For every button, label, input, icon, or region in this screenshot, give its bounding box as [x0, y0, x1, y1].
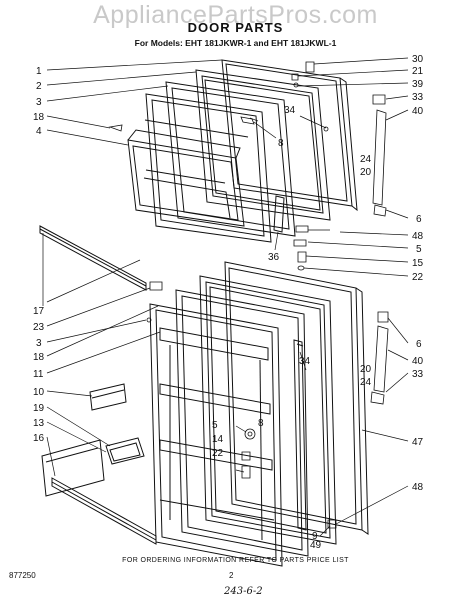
fresh-hardware: [146, 311, 389, 529]
callout-13: 13: [33, 418, 45, 429]
door-trim-strip: [293, 339, 307, 531]
callout-3-lower: 3: [36, 338, 42, 349]
freezer-door-liner: [165, 81, 296, 237]
callouts-left: 1 2 3 18 4 17 23 3 18 11 10 19 13 16: [33, 66, 45, 444]
callout-34-lower: 34: [299, 356, 311, 367]
fresh-door-liner: [175, 289, 309, 557]
callout-39: 39: [412, 79, 424, 90]
callouts-right-lower: 6 40 20 24 33 47 48 49: [310, 339, 424, 551]
dairy-door: [89, 383, 127, 411]
callout-6-lower: 6: [416, 339, 422, 350]
callout-22: 22: [412, 272, 424, 283]
freezer-hardware: [108, 61, 387, 291]
callout-16: 16: [33, 433, 45, 444]
callouts-inner: 34 8 36 34 5 14 22 8 9: [212, 105, 318, 542]
callout-30: 30: [412, 54, 424, 65]
callout-9: 9: [312, 531, 318, 542]
callout-36: 36: [268, 252, 280, 263]
door-cover: [41, 439, 105, 497]
callout-15: 15: [412, 258, 424, 269]
callout-20-lower: 20: [360, 364, 372, 375]
watermark: AppliancePartsPros.com: [93, 1, 378, 29]
callout-1: 1: [36, 66, 42, 77]
callout-11: 11: [33, 369, 44, 380]
trim-strip-upper: [39, 225, 147, 291]
callout-6: 6: [416, 214, 422, 225]
callout-20: 20: [360, 167, 372, 178]
fresh-inner-door: [149, 303, 283, 567]
callout-34-upper: 34: [284, 105, 296, 116]
callout-40-lower: 40: [412, 356, 424, 367]
page-title: DOOR PARTS: [187, 20, 284, 35]
freezer-inner-panel: [144, 93, 272, 243]
fresh-outer-door: [224, 261, 369, 535]
callout-33: 33: [412, 92, 424, 103]
callout-22-lower: 22: [212, 448, 224, 459]
models-line: For Models: EHT 181JKWR-1 and EHT 181JKW…: [134, 38, 337, 48]
callout-48: 48: [412, 231, 424, 242]
freezer-door-bin: [127, 129, 245, 227]
callout-10: 10: [33, 387, 45, 398]
page-number: 2: [229, 571, 234, 580]
callout-17: 17: [33, 306, 45, 317]
callout-49: 49: [310, 540, 322, 551]
trim-strip-lower: [51, 477, 157, 545]
callout-4: 4: [36, 126, 42, 137]
callout-5: 5: [416, 244, 422, 255]
callout-47: 47: [412, 437, 424, 448]
breaker-strip: [273, 195, 285, 233]
callout-2: 2: [36, 81, 42, 92]
callout-48-lower: 48: [412, 482, 424, 493]
doc-number: 877250: [9, 571, 36, 580]
callout-5-lower: 5: [212, 420, 218, 431]
leader-lines: [42, 57, 409, 537]
egg-tray: [105, 437, 145, 465]
callouts-right-upper: 30 21 39 33 40 24 20 6 48 5 15 22: [360, 54, 424, 283]
freezer-door-gasket: [195, 69, 331, 221]
fresh-door-gasket: [199, 275, 337, 545]
callout-8-upper: 8: [278, 138, 284, 149]
callout-40: 40: [412, 106, 424, 117]
callout-3: 3: [36, 97, 42, 108]
callout-18: 18: [33, 112, 45, 123]
freezer-outer-door: [221, 59, 358, 212]
callout-24-lower: 24: [360, 377, 372, 388]
callout-23: 23: [33, 322, 45, 333]
callout-21: 21: [412, 66, 424, 77]
callout-14: 14: [212, 434, 224, 445]
callout-33-lower: 33: [412, 369, 424, 380]
callout-8-lower: 8: [258, 418, 264, 429]
callout-18-lower: 18: [33, 352, 45, 363]
ordering-note: FOR ORDERING INFORMATION REFER TO PARTS …: [122, 557, 349, 564]
callout-19: 19: [33, 403, 45, 414]
handwritten-note: 243-6-2: [224, 586, 263, 597]
callout-24: 24: [360, 154, 372, 165]
